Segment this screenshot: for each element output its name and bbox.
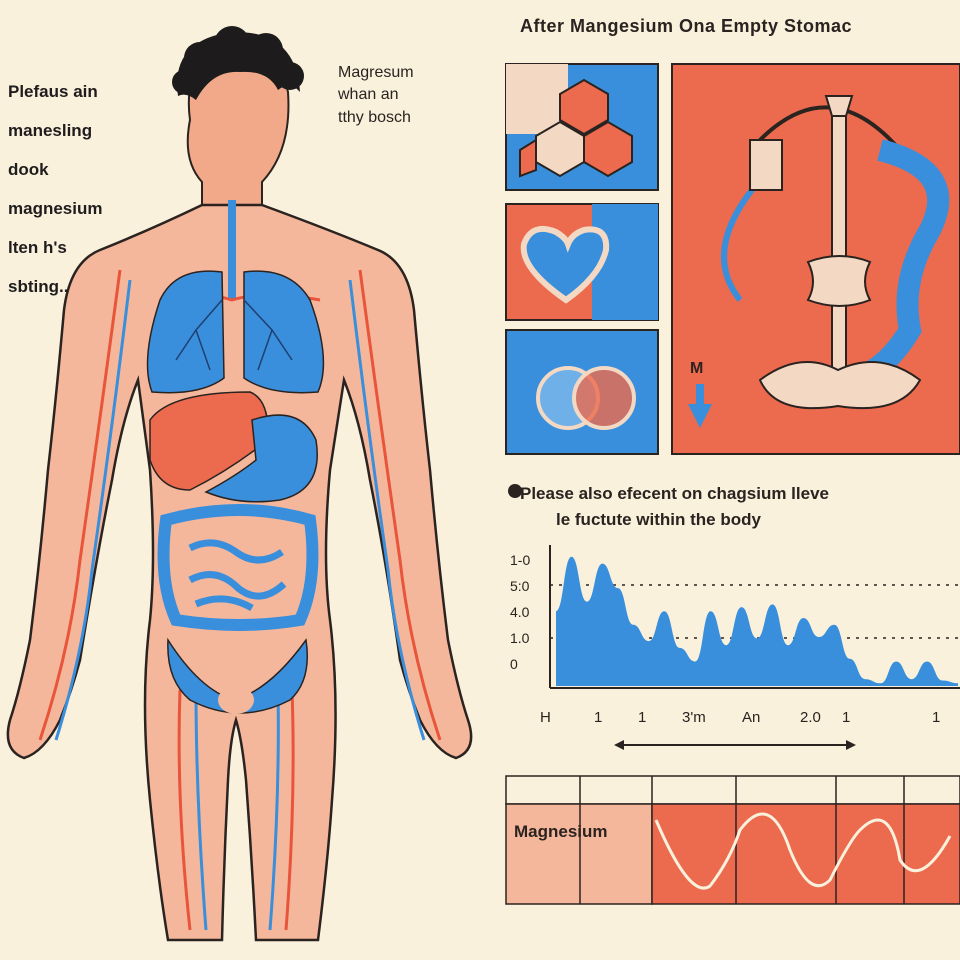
right-lung xyxy=(243,270,325,394)
heart-panel xyxy=(505,203,659,321)
x-tick-label: 1 xyxy=(638,709,646,726)
page-title: After Mangesium Ona Empty Stomac xyxy=(520,16,853,36)
chart: 1-0 5:0 4.0 1.0 0 H 1 1 3'm An 2.0 1 1 xyxy=(510,545,960,750)
curved-arrow xyxy=(721,178,763,302)
band-label: Magnesium xyxy=(514,822,608,841)
left-note-line: lten h's xyxy=(8,237,67,257)
left-note-line: manesling xyxy=(8,120,93,140)
x-tick-label: 1 xyxy=(932,709,940,726)
mid-note-line: whan an xyxy=(338,86,399,104)
overlap-circle-right xyxy=(572,366,636,430)
m-label: M xyxy=(690,360,704,377)
y-tick-label: 1-0 xyxy=(510,552,530,568)
left-note-line: sbting.. xyxy=(8,277,69,297)
large-intestine xyxy=(157,504,319,631)
chart-title: Please also efecent on chagsium lleve le… xyxy=(520,484,829,529)
mid-note-line: tthy bosch xyxy=(338,108,411,126)
x-tick-label: 1 xyxy=(594,709,602,726)
left-lung xyxy=(146,270,225,394)
left-note: Plefaus ain manesling dook magnesium lte… xyxy=(8,62,178,316)
digestion-panel xyxy=(671,63,960,455)
bullet-icon xyxy=(508,484,522,498)
x-tick-label: An xyxy=(742,709,760,726)
chart-title-line-1: Please also efecent on chagsium lleve xyxy=(520,484,829,503)
blood-vessels xyxy=(38,200,442,931)
left-note-line: dook xyxy=(8,159,49,179)
magnesium-band xyxy=(505,775,960,905)
left-note-line: magnesium xyxy=(8,198,103,218)
body-outline xyxy=(6,203,473,942)
wave-line xyxy=(654,812,952,890)
left-note-line: Plefaus ain xyxy=(8,81,98,101)
stomach xyxy=(204,414,318,503)
y-tick-label: 4.0 xyxy=(510,604,530,620)
small-intestine xyxy=(188,539,287,612)
y-tick-label: 5:0 xyxy=(510,578,530,594)
mid-note-line: Magresum xyxy=(338,64,414,81)
x-tick-label: 3'm xyxy=(682,709,706,726)
x-tick-label: 1 xyxy=(842,709,850,726)
y-tick-label: 0 xyxy=(510,656,518,672)
x-tick-label: 2.0 xyxy=(800,709,821,726)
circles-panel xyxy=(505,329,659,455)
down-arrow-icon xyxy=(688,404,712,428)
y-tick-label: 1.0 xyxy=(510,630,530,646)
chart-area-series xyxy=(556,556,958,686)
chart-title-line-2: le fuctute within the body xyxy=(556,509,761,529)
heart-icon xyxy=(520,226,610,304)
x-tick-label: H xyxy=(540,709,551,726)
mid-note: Magresum whan an tthy bosch xyxy=(338,64,414,131)
hexagon-panel xyxy=(505,63,659,191)
